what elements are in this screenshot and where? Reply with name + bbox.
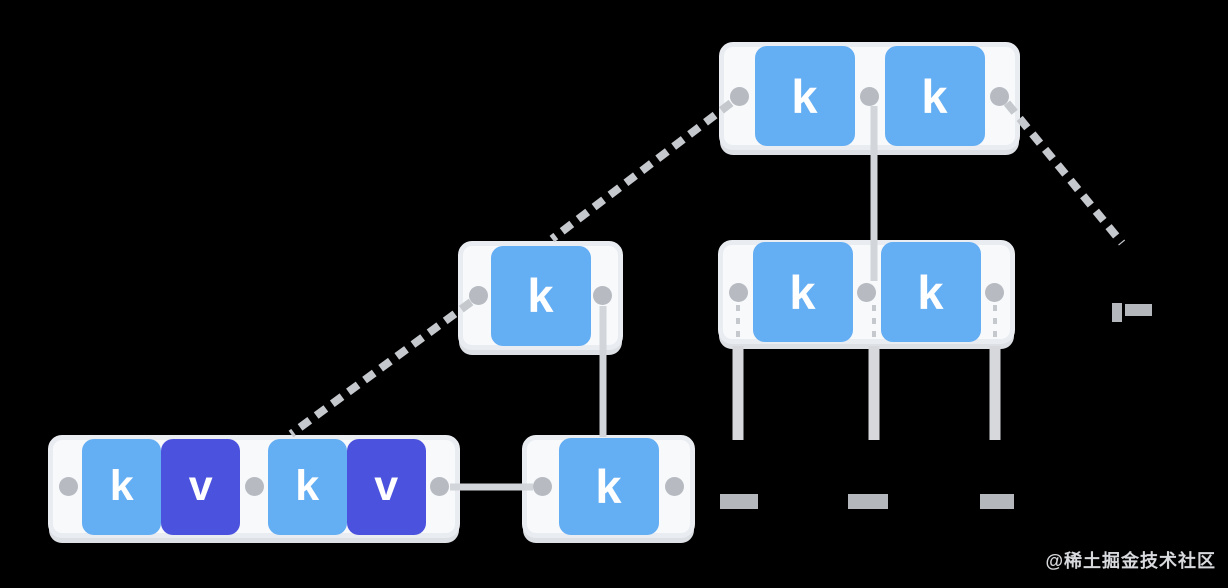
btree-leaf-node-left: k v k v [48, 435, 460, 538]
pointer-dot [59, 477, 78, 496]
truncated-child-mark-left [720, 494, 758, 509]
truncated-child-mark-middle [848, 494, 888, 509]
btree-internal-node-left: k [458, 241, 623, 350]
key-cell: k [880, 242, 981, 342]
key-cell: k [558, 438, 659, 535]
cell-label: k [295, 462, 320, 510]
edge-root-to-internal-left [549, 99, 734, 243]
key-cell: k [490, 245, 591, 346]
cell-label: k [595, 460, 622, 513]
truncated-subtree-mark-right [1125, 304, 1152, 316]
pointer-dot [985, 282, 1004, 302]
cell-label: k [109, 462, 134, 510]
edge-internal-left-to-leaf-left [288, 298, 474, 438]
key-cell: k [82, 438, 162, 535]
key-cell: k [752, 242, 853, 342]
pointer-dot [857, 282, 876, 302]
cell-label: k [527, 269, 554, 322]
pointer-dot [990, 86, 1009, 106]
pointer-dot [430, 477, 449, 496]
cell-label: k [921, 69, 948, 123]
pointer-dot [729, 282, 748, 302]
value-cell: v [161, 438, 241, 535]
pointer-dot [730, 86, 749, 106]
cell-label: k [789, 265, 816, 319]
key-cell: k [267, 438, 347, 535]
btree-root-node: k k [719, 42, 1020, 150]
key-cell: k [884, 46, 985, 146]
value-cell: v [346, 438, 426, 535]
watermark-text: @稀土掘金技术社区 [1045, 551, 1216, 571]
btree-internal-node-right: k k [718, 240, 1015, 344]
btree-leaf-node-middle: k [522, 435, 695, 538]
truncated-subtree-mark-right [1112, 303, 1122, 322]
cell-label: v [374, 462, 399, 510]
pointer-dot [860, 86, 879, 106]
key-cell: k [754, 46, 855, 146]
pointer-dot [533, 477, 552, 496]
cell-label: k [791, 69, 818, 123]
pointer-dot [244, 477, 264, 496]
cell-label: v [188, 462, 213, 510]
key-value-pair: k v [267, 438, 426, 535]
cell-label: k [917, 265, 944, 319]
key-value-pair: k v [82, 438, 241, 535]
edge-root-to-truncated-right [1003, 100, 1126, 246]
pointer-dot [665, 477, 684, 496]
pointer-dot [593, 286, 612, 305]
pointer-dot [469, 286, 488, 305]
truncated-child-mark-right [980, 494, 1014, 509]
